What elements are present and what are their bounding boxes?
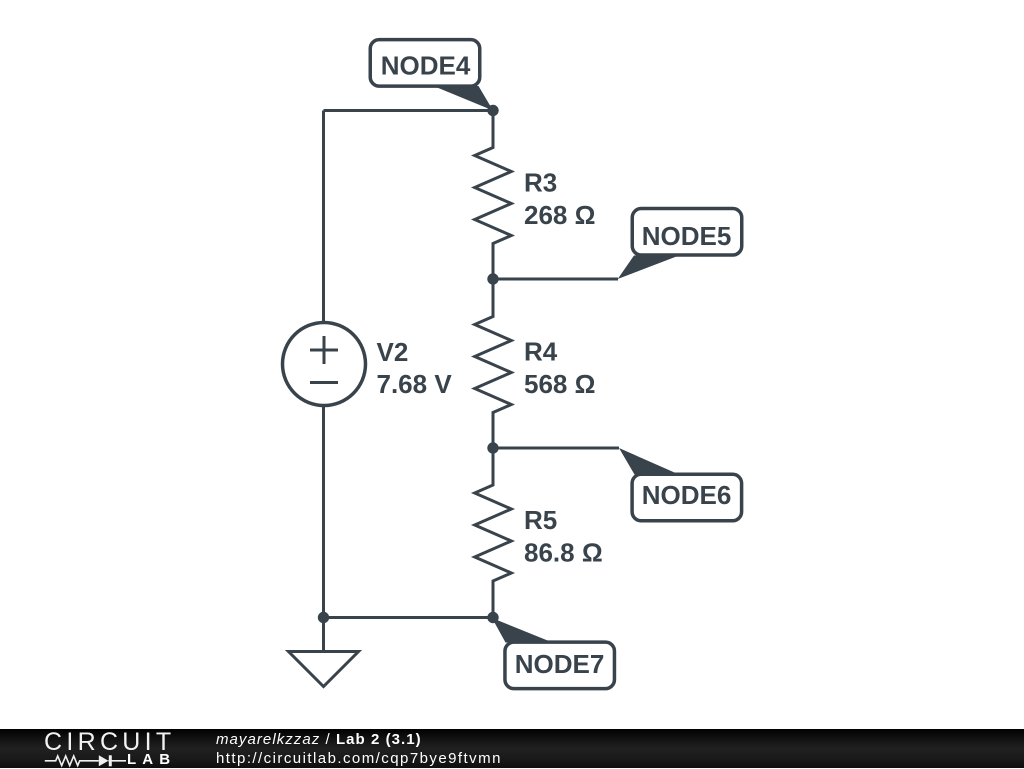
svg-text:V2: V2 bbox=[377, 337, 409, 367]
svg-text:R5: R5 bbox=[524, 505, 557, 535]
svg-text:NODE5: NODE5 bbox=[642, 221, 732, 251]
svg-text:7.68 V: 7.68 V bbox=[377, 369, 453, 399]
svg-text:R4: R4 bbox=[524, 337, 558, 367]
svg-text:NODE4: NODE4 bbox=[381, 51, 471, 81]
svg-text:NODE6: NODE6 bbox=[642, 480, 732, 510]
svg-text:268 Ω: 268 Ω bbox=[524, 200, 595, 230]
svg-text:NODE7: NODE7 bbox=[515, 649, 605, 679]
svg-text:568 Ω: 568 Ω bbox=[524, 369, 595, 399]
svg-text:R3: R3 bbox=[524, 168, 557, 198]
svg-text:86.8 Ω: 86.8 Ω bbox=[524, 538, 603, 568]
